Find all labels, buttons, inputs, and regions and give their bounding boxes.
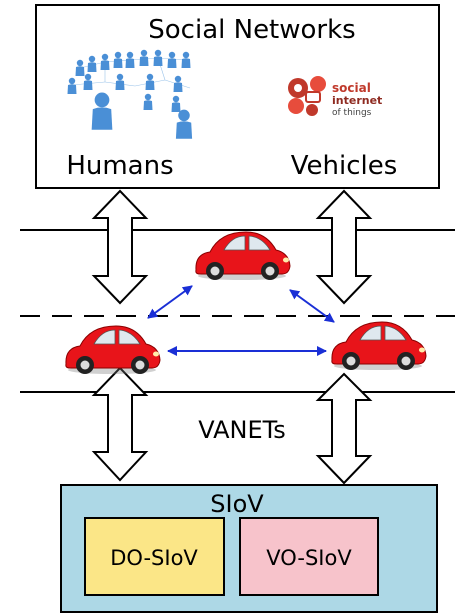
- social-iot-logo-icon: social internet of things: [288, 76, 382, 118]
- siov-right-double-arrow: [315, 372, 373, 485]
- vehicles-double-arrow: [315, 189, 373, 305]
- siov-left-double-arrow: [91, 366, 149, 482]
- v2v-link-left-top: [147, 285, 193, 319]
- humans-double-arrow: [91, 189, 149, 305]
- vanets-label: VANETs: [198, 416, 286, 444]
- car-icon: [65, 325, 161, 375]
- car-icon: [331, 321, 427, 371]
- vehicles-label: Vehicles: [291, 151, 398, 181]
- vo-siov-label: VO-SIoV: [266, 546, 352, 570]
- v2v-link-top-right: [289, 289, 335, 323]
- logo-word-things: of things: [332, 108, 372, 118]
- logo-word-social: social: [332, 81, 371, 95]
- vo-siov-box: [239, 517, 379, 596]
- car-icon: [195, 231, 291, 281]
- siov-title: SIoV: [210, 490, 264, 518]
- do-siov-label: DO-SIoV: [110, 546, 198, 570]
- do-siov-box: [84, 517, 225, 596]
- logo-word-internet: internet: [332, 94, 382, 107]
- humans-label: Humans: [66, 151, 173, 181]
- social-networks-title: Social Networks: [148, 15, 355, 45]
- people-network-icon: [67, 49, 193, 139]
